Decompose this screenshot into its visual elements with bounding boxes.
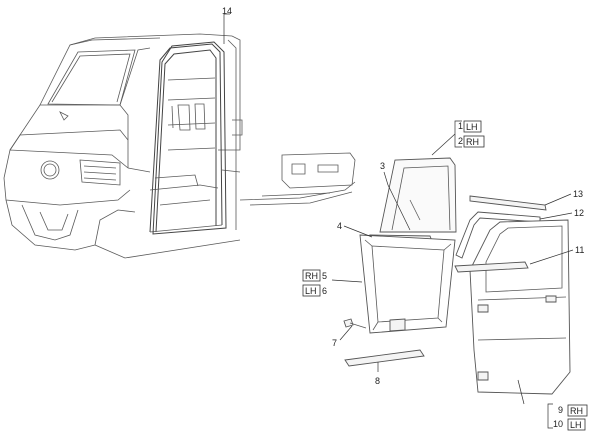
callout-13-number: 13 — [573, 189, 583, 199]
callout-11-number: 11 — [575, 245, 584, 255]
callout-1-2: 1 LH 2 RH — [454, 120, 485, 148]
part-door-shell — [469, 219, 571, 395]
callout-14: 14 — [222, 6, 232, 16]
callout-14-number: 14 — [222, 6, 232, 16]
callout-11: 11 — [575, 245, 584, 255]
callout-5-number: 5 — [322, 271, 327, 281]
part-regulator-frame — [359, 234, 456, 334]
callout-10-side: LH — [570, 420, 582, 430]
callout-7: 7 — [332, 338, 337, 348]
callout-5-6: RH 5 LH 6 — [302, 269, 327, 297]
part-lower-strip — [344, 349, 425, 367]
callout-3-number: 3 — [380, 161, 385, 171]
callout-8-number: 8 — [375, 376, 380, 386]
callout-13: 13 — [573, 189, 583, 199]
callout-6-side-box — [302, 284, 321, 297]
callout-5-side: RH — [305, 271, 318, 281]
callout-8: 8 — [375, 376, 380, 386]
callout-12: 12 — [574, 208, 584, 218]
part-belt-strip — [454, 261, 529, 273]
callout-10-side-box — [567, 418, 586, 431]
callout-4-number: 4 — [337, 221, 342, 231]
callout-6-number: 6 — [322, 286, 327, 296]
callout-4: 4 — [337, 221, 342, 231]
callout-1-side: LH — [466, 122, 478, 132]
callout-2-side: RH — [466, 137, 479, 147]
cab-body — [3, 33, 356, 259]
callout-9-10: 9 RH 10 LH — [547, 403, 588, 431]
callout-9-side-box — [567, 404, 588, 417]
callout-1-side-box — [463, 120, 482, 133]
callout-2-number: 2 — [458, 136, 463, 146]
part-door-seal — [152, 41, 227, 235]
callout-6-side: LH — [305, 286, 317, 296]
callout-3: 3 — [380, 161, 385, 171]
part-door-glass — [379, 157, 457, 233]
callout-1-number: 1 — [458, 121, 463, 131]
callout-9-number: 9 — [558, 405, 563, 415]
leader-lines — [223, 13, 574, 405]
callout-10-number: 10 — [553, 419, 563, 429]
callout-5-side-box — [302, 269, 321, 282]
part-screw — [343, 318, 367, 329]
callout-2-side-box — [463, 135, 485, 148]
part-upper-molding — [469, 195, 547, 211]
callout-12-number: 12 — [574, 208, 584, 218]
callout-9-side: RH — [570, 406, 583, 416]
callout-7-number: 7 — [332, 338, 337, 348]
